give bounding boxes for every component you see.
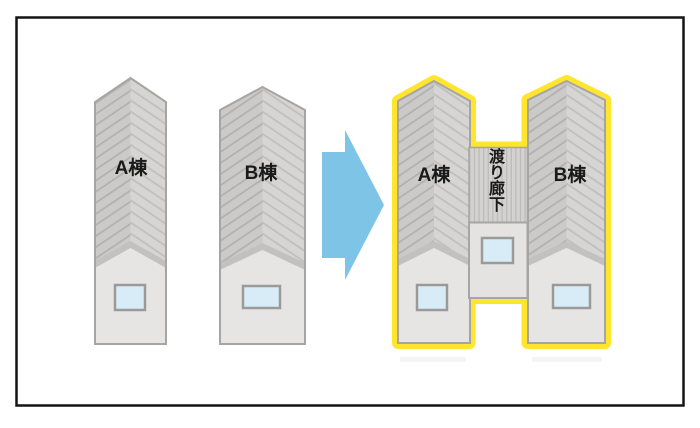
- corridor-label-char-3: 廊: [489, 179, 505, 198]
- building-a-before-label: A棟: [115, 156, 149, 179]
- building-b-before-label: B棟: [245, 161, 279, 184]
- building-b-after-label: B棟: [554, 163, 588, 186]
- building-a-after: A棟: [397, 79, 471, 344]
- building-a-before-hatch-left: [95, 78, 131, 268]
- building-b-before-roof-shadow: [220, 243, 305, 270]
- after-group: A棟 B棟 渡 り 廊 下: [392, 75, 611, 362]
- building-a-before-outline: [94, 76, 167, 345]
- corridor-upper-striped: [468, 146, 529, 224]
- window-icon: [241, 284, 282, 310]
- corridor-label-char-2: り: [489, 164, 505, 182]
- building-a-before-hatch-right: [130, 78, 166, 268]
- building-a-after-roof-shadow: [398, 241, 470, 266]
- connecting-corridor: 渡 り 廊 下: [468, 146, 529, 299]
- before-group: A棟 B棟: [94, 76, 306, 345]
- building-a-before: A棟: [94, 76, 167, 345]
- ground-shadow: [400, 357, 466, 362]
- right-arrow-icon: [322, 130, 384, 280]
- building-a-after-hatch-right: [434, 81, 470, 266]
- window-icon: [415, 283, 449, 312]
- building-b-before-hatch-left: [220, 87, 263, 270]
- building-b-after: B棟: [527, 79, 606, 344]
- building-a-before-roof-shadow: [95, 241, 166, 268]
- building-a-after-outline: [397, 79, 471, 344]
- window-icon: [480, 236, 515, 265]
- building-b-before-outline: [219, 85, 306, 345]
- window-icon: [551, 283, 592, 310]
- building-a-after-label: A棟: [418, 163, 452, 186]
- building-b-after-roof-shadow: [528, 241, 605, 266]
- building-b-before: B棟: [219, 85, 306, 345]
- corridor-label-char-1: 渡: [489, 147, 506, 166]
- building-b-after-outline: [527, 79, 606, 344]
- building-b-after-hatch-left: [528, 81, 567, 266]
- building-a-after-hatch-left: [398, 81, 434, 266]
- corridor-label-char-4: 下: [489, 197, 505, 214]
- building-b-after-hatch-right: [566, 81, 605, 266]
- window-icon: [113, 283, 147, 312]
- building-b-before-hatch-right: [262, 87, 305, 270]
- ground-shadow: [532, 357, 602, 362]
- corridor-label: 渡 り 廊 下: [489, 147, 506, 214]
